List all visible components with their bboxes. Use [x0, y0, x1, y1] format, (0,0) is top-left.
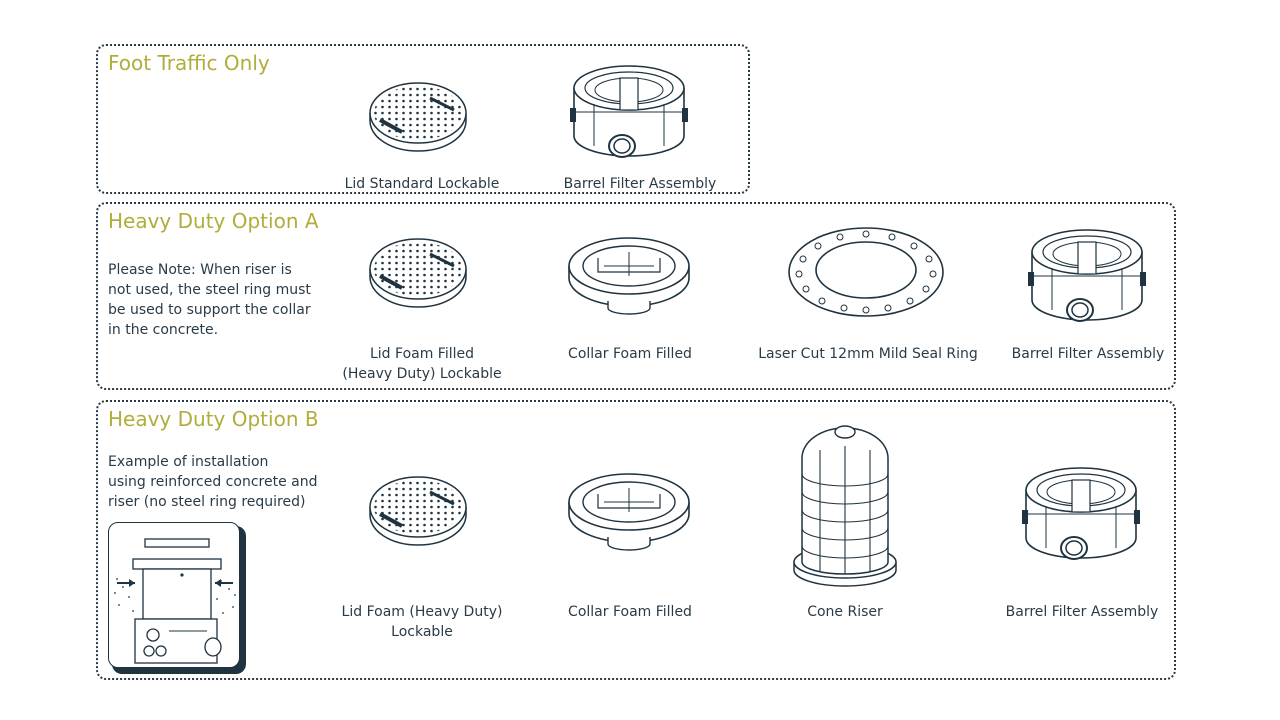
- barrel-filter-icon: [1028, 229, 1146, 322]
- item-caption: Barrel Filter Assembly: [1005, 604, 1159, 620]
- seal-ring-icon: [788, 227, 944, 317]
- panel-note: Example of installation using reinforced…: [108, 454, 318, 510]
- item-caption: Cone Riser: [807, 604, 883, 620]
- barrel-filter-icon: [1022, 467, 1140, 560]
- heavy-duty-option-b-panel: Heavy Duty Option B Example of installat…: [96, 400, 1176, 680]
- item-caption: Laser Cut 12mm Mild Seal Ring: [758, 346, 978, 362]
- barrel-filter-icon: [570, 65, 688, 158]
- item-caption: Lid Standard Lockable: [344, 176, 500, 192]
- cone-riser-icon: [793, 425, 897, 587]
- item-caption: Collar Foam Filled: [568, 346, 692, 362]
- perforated-lid-icon: [369, 476, 467, 546]
- installation-example-image: [108, 522, 246, 674]
- collar-icon: [568, 237, 690, 315]
- collar-icon: [568, 473, 690, 551]
- panel-title: Heavy Duty Option B: [108, 407, 319, 431]
- item-caption: Lid Foam Filled (Heavy Duty) Lockable: [342, 346, 502, 382]
- panel-title: Foot Traffic Only: [108, 51, 270, 75]
- perforated-lid-icon: [369, 82, 467, 152]
- panel-title: Heavy Duty Option A: [108, 209, 319, 233]
- item-caption: Collar Foam Filled: [568, 604, 692, 620]
- foot-traffic-panel: Foot Traffic Only Lid Standard Lockable: [96, 44, 750, 194]
- heavy-duty-option-a-panel: Heavy Duty Option A Please Note: When ri…: [96, 202, 1176, 390]
- item-caption: Barrel Filter Assembly: [563, 176, 717, 192]
- item-caption: Barrel Filter Assembly: [1011, 346, 1165, 362]
- perforated-lid-icon: [369, 238, 467, 308]
- item-caption: Lid Foam (Heavy Duty) Lockable: [341, 604, 503, 640]
- installation-diagram-icon: [114, 538, 236, 664]
- panel-note: Please Note: When riser is not used, the…: [108, 262, 311, 338]
